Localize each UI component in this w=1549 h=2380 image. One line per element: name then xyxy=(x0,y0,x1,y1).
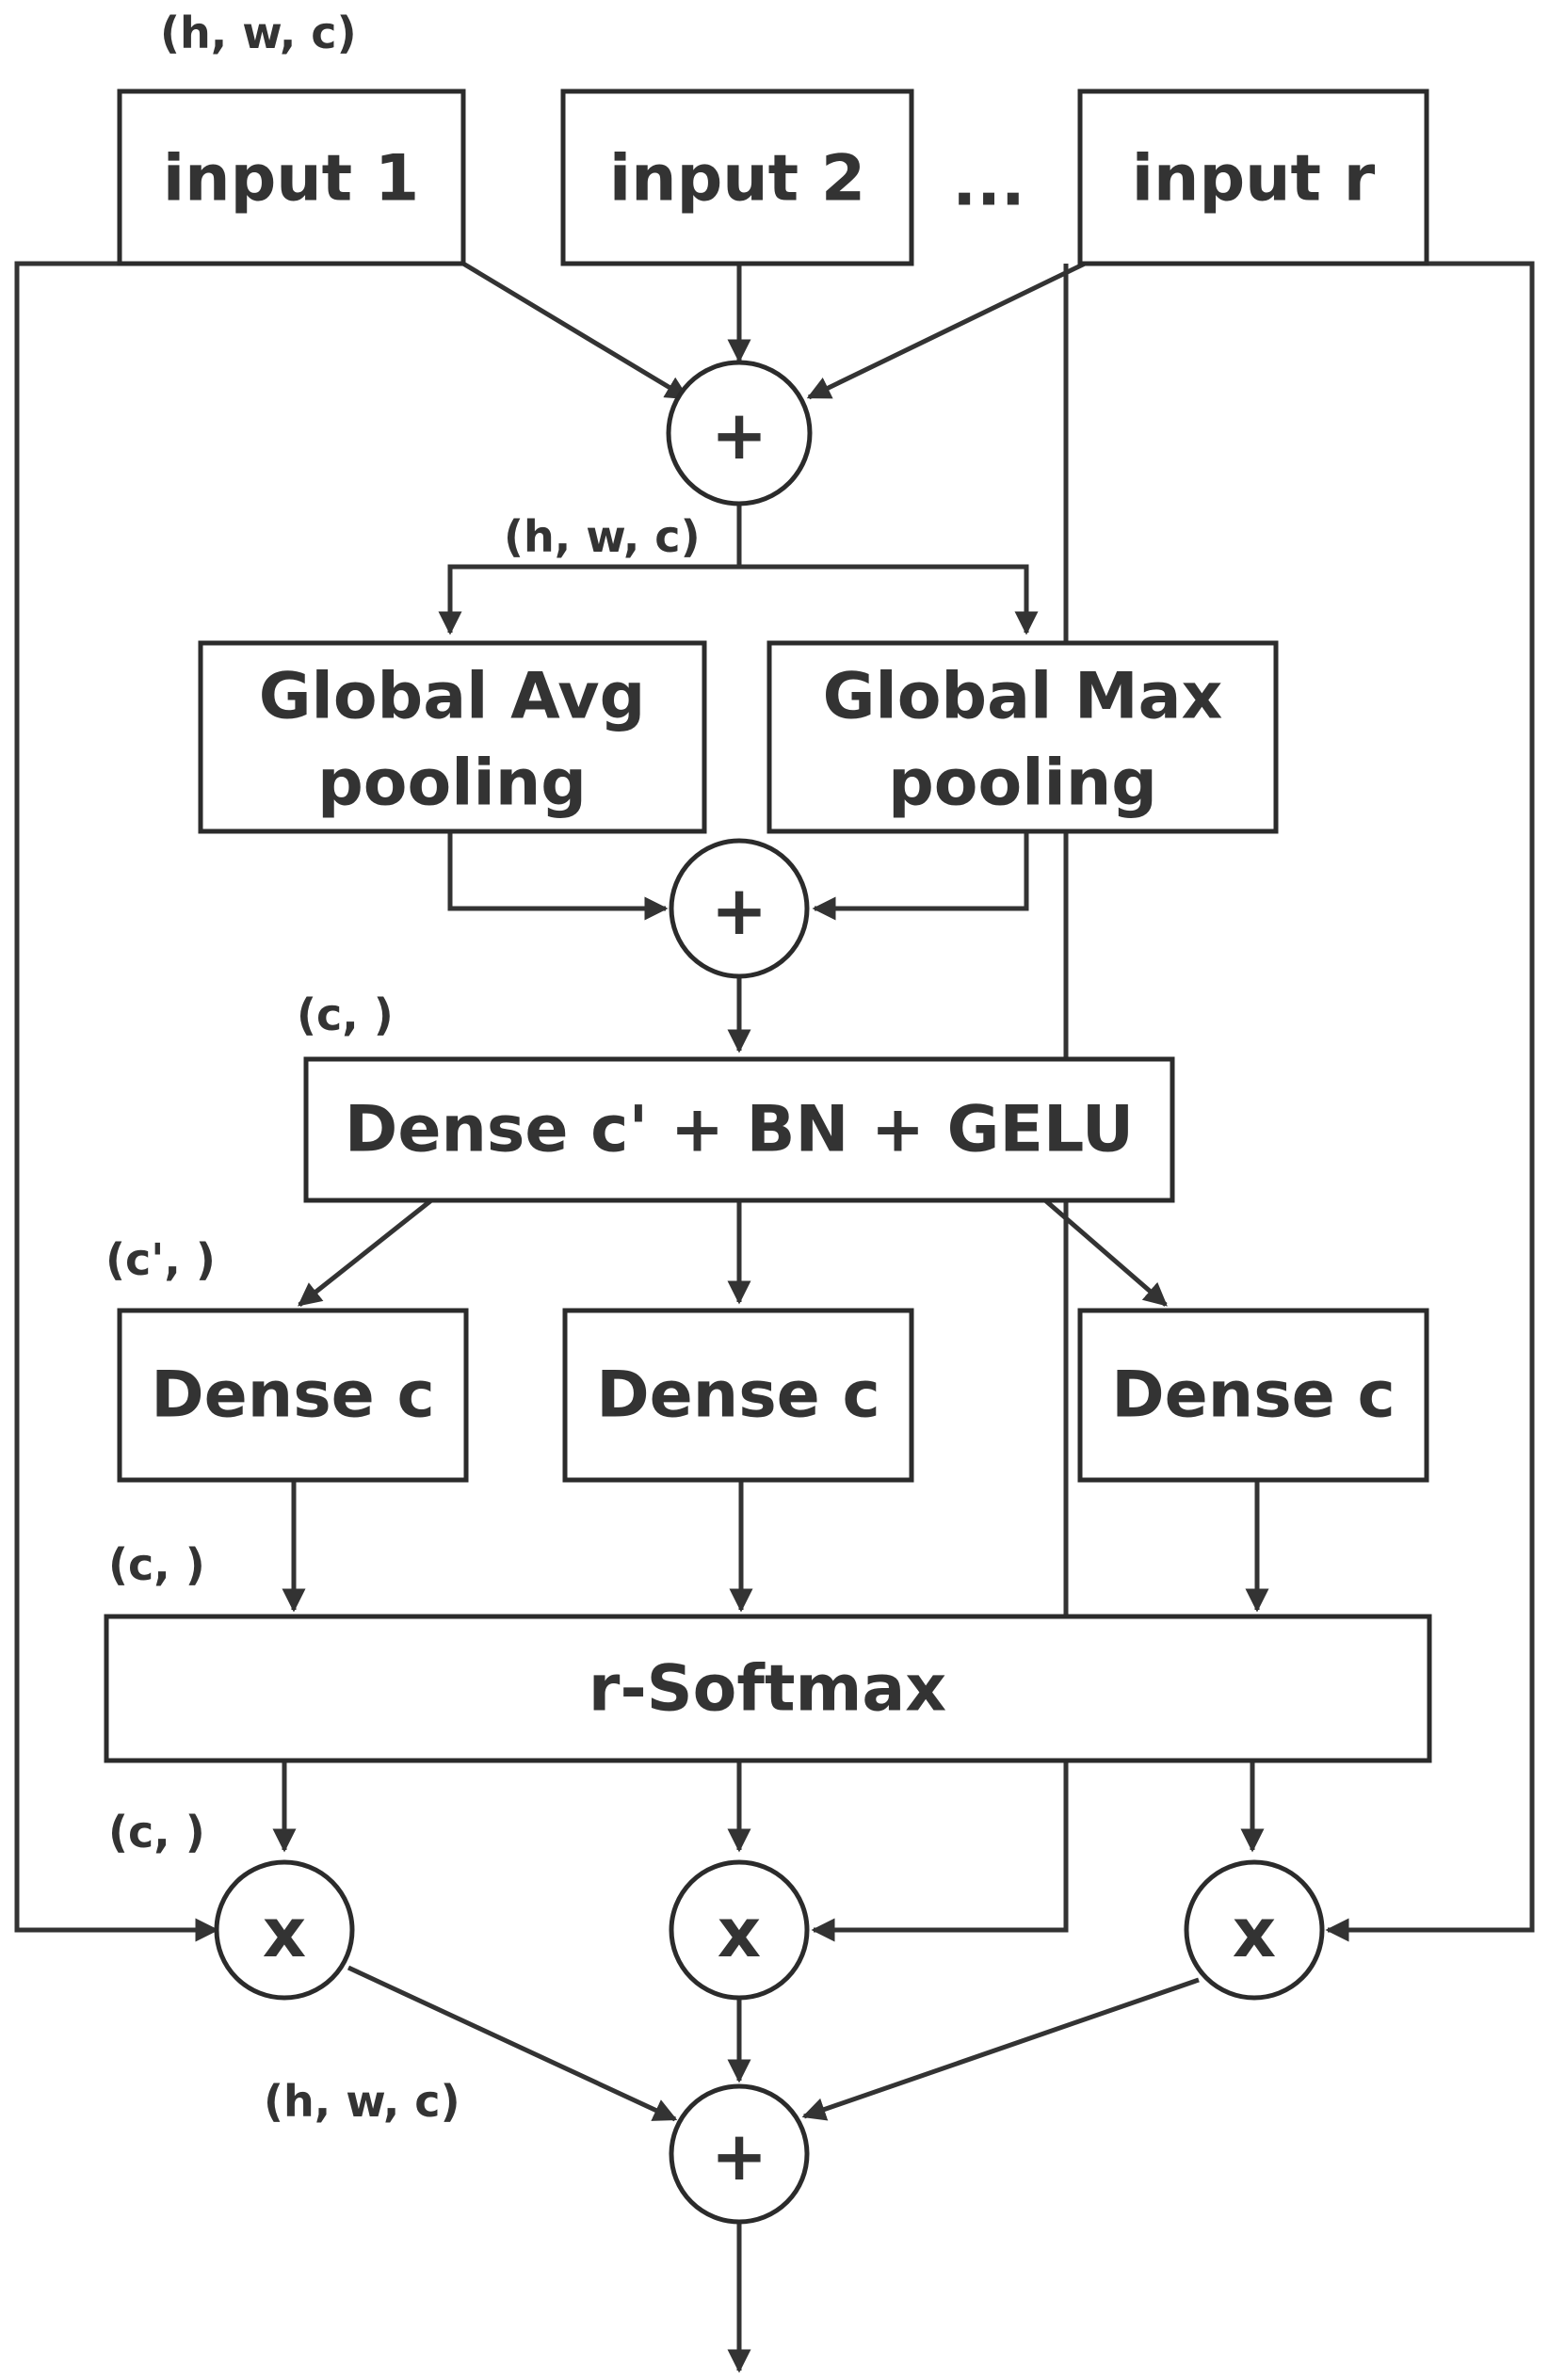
global-max-pooling-line2: pooling xyxy=(888,747,1157,821)
arrow-dense-to-dense-c1 xyxy=(298,1198,433,1307)
arrow-mul3-to-sum3 xyxy=(801,1977,1200,2121)
arrow-mul1-to-sum3 xyxy=(347,1965,678,2122)
multiply-node-1-label: x xyxy=(263,1893,306,1972)
dim-label-branch: (c, ) xyxy=(108,1539,205,1590)
arrow-avgpool-to-sum2 xyxy=(447,831,669,921)
r-softmax-box: r-Softmax xyxy=(104,1614,1432,1763)
input-1-box: input 1 xyxy=(117,88,466,266)
dense-c-label-3: Dense c xyxy=(1111,1359,1396,1433)
dim-label-weight: (c, ) xyxy=(108,1807,205,1857)
sum-node-inputs: + xyxy=(666,360,813,507)
dense-main-label: Dense c' + BN + GELU xyxy=(345,1093,1134,1167)
input-r-box: input r xyxy=(1077,88,1429,266)
dense-main-box: Dense c' + BN + GELU xyxy=(303,1056,1175,1203)
sum-node-pooling-label: + xyxy=(711,871,767,950)
input-2-label: input 2 xyxy=(609,142,865,217)
multiply-node-2: x xyxy=(669,1859,810,2001)
dense-c-label-2: Dense c xyxy=(596,1359,880,1433)
dense-c-box-2: Dense c xyxy=(562,1308,914,1483)
arrow-dense-to-dense-c3 xyxy=(1043,1198,1168,1307)
sum-node-output: + xyxy=(669,2083,810,2225)
multiply-node-3-label: x xyxy=(1233,1893,1276,1972)
global-max-pooling-box: Global Max pooling xyxy=(766,640,1279,834)
global-avg-pooling-line2: pooling xyxy=(317,747,587,821)
dim-label-pooled: (c, ) xyxy=(297,989,394,1040)
input-1-label: input 1 xyxy=(163,142,419,217)
dim-label-output: (h, w, c) xyxy=(264,2076,460,2127)
skip-inputr-to-mul3 xyxy=(1325,261,1535,1942)
dense-c-label-1: Dense c xyxy=(151,1359,435,1433)
arrow-input1-to-sum1 xyxy=(461,261,690,401)
dim-label-input: (h, w, c) xyxy=(160,8,357,58)
multiply-node-3: x xyxy=(1184,1859,1325,2001)
sum-node-inputs-label: + xyxy=(711,395,767,474)
sum-node-pooling: + xyxy=(669,838,810,979)
arrow-sum1-to-pooling xyxy=(438,504,742,635)
dense-c-box-3: Dense c xyxy=(1077,1308,1429,1483)
arrow-inputr-to-sum1 xyxy=(806,261,1087,400)
global-avg-pooling-box: Global Avg pooling xyxy=(198,640,707,834)
dim-label-hidden: (c', ) xyxy=(105,1234,216,1285)
dim-label-sum: (h, w, c) xyxy=(504,511,701,562)
inputs-ellipsis: ... xyxy=(952,147,1025,221)
multiply-node-1: x xyxy=(214,1859,355,2001)
arrow-maxpool-to-sum2 xyxy=(812,831,1029,921)
global-avg-pooling-line1: Global Avg xyxy=(259,660,646,734)
arrow-sum1-to-maxpool xyxy=(739,564,1039,635)
input-2-box: input 2 xyxy=(560,88,914,266)
sum-node-output-label: + xyxy=(711,2116,767,2195)
r-softmax-label: r-Softmax xyxy=(589,1652,946,1727)
input-r-label: input r xyxy=(1132,142,1376,217)
multiply-node-2-label: x xyxy=(718,1893,761,1972)
global-max-pooling-line1: Global Max xyxy=(823,660,1223,734)
dense-c-box-1: Dense c xyxy=(117,1308,469,1483)
skip-input1-to-mul1 xyxy=(14,261,219,1942)
